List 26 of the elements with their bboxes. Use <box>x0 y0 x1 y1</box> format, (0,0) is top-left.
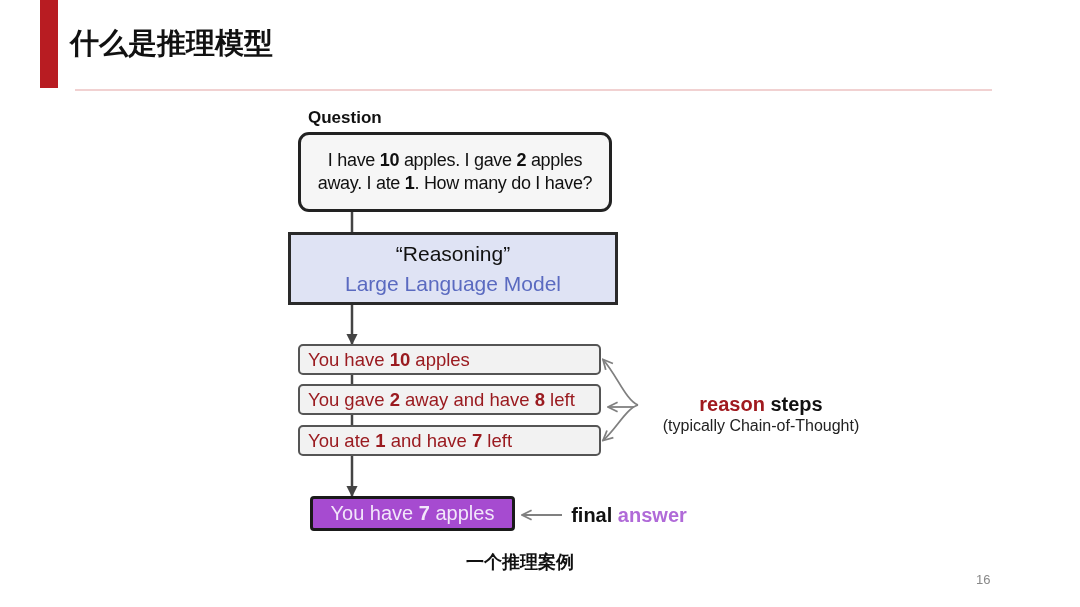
slide-title: 什么是推理模型 <box>40 0 273 88</box>
box-heading: Question <box>308 108 382 128</box>
step-box <box>298 384 601 415</box>
model-box <box>288 232 618 305</box>
step-box <box>298 344 601 375</box>
annotation-title: final answer <box>570 503 688 527</box>
step-text: You gave 2 away and have 8 left <box>307 388 575 411</box>
connector-line <box>350 212 354 232</box>
answer-text: You have 7 apples <box>330 502 495 525</box>
step-text: You ate 1 and have 7 left <box>307 429 513 452</box>
step-box <box>298 425 601 456</box>
arrow <box>521 509 563 521</box>
arrow <box>607 401 635 413</box>
figure-caption: 一个推理案例 <box>465 551 575 574</box>
page-number: 16 <box>976 572 991 587</box>
answer-box <box>310 496 515 531</box>
annotation-note: (typically Chain-of-Thought) <box>661 416 861 436</box>
box-title: “Reasoning” <box>395 241 511 268</box>
box-subtitle: Large Language Model <box>345 270 561 297</box>
step-text: You have 10 apples <box>307 348 470 371</box>
arrow <box>346 305 358 346</box>
arrow <box>602 358 639 406</box>
question-text: I have 10 apples. I gave 2 apples away. I ate 1. How many do I have? <box>316 148 594 195</box>
arrow <box>602 404 639 442</box>
arrow <box>346 456 358 498</box>
annotation-title: reason steps <box>698 392 824 416</box>
